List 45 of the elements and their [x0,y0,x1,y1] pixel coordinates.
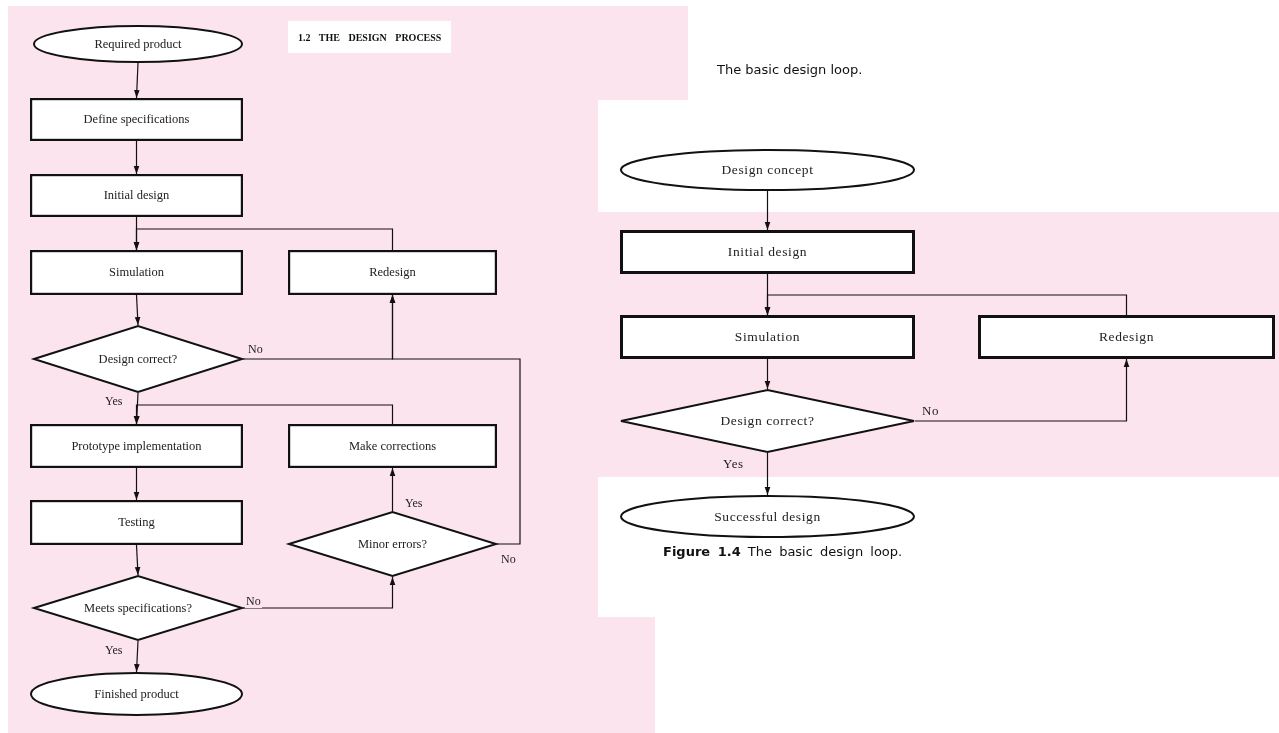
process-box: Redesign [288,250,497,295]
arrow [133,467,140,501]
arrow [764,294,1128,316]
section-heading: 1.2 THE DESIGN PROCESS [288,21,452,53]
edge-label: No [921,404,941,417]
arrow [133,140,140,175]
edge-label: Yes [404,497,424,510]
decision-diamond: Design correct? [620,389,915,453]
terminal-ellipse: Required product [33,25,243,63]
process-box: Redesign [978,315,1275,359]
edge-label: No [245,595,262,608]
terminal-ellipse: Successful design [620,495,915,538]
terminal-ellipse: Finished product [30,672,243,716]
arrow [764,190,771,231]
decision-diamond: Meets specifications? [33,575,243,641]
process-box: Simulation [620,315,915,359]
arrow [764,452,771,496]
arrow [133,404,394,425]
arrow [134,544,141,576]
process-box: Define specifications [30,98,243,141]
edge-label: Yes [104,395,124,408]
edge-label: No [500,553,517,566]
terminal-ellipse: Design concept [620,149,915,191]
decision-diamond: Design correct? [33,325,243,393]
figure-caption: Figure 1.4 The basic design loop. [663,544,903,559]
edge-label: No [247,343,264,356]
process-box: Initial design [30,174,243,217]
edge-label: Yes [722,457,745,470]
process-box: Make corrections [288,424,497,468]
arrow [914,358,1130,422]
arrow [389,294,521,545]
arrow [134,62,140,99]
figure-title: The basic design loop. [717,62,863,77]
edge-label: Yes [104,644,124,657]
arrow [133,228,394,251]
arrow [134,294,141,326]
arrow [242,576,396,609]
decision-diamond: Minor errors? [288,511,497,577]
arrow [134,640,140,673]
process-box: Prototype implementation [30,424,243,468]
process-box: Testing [30,500,243,545]
arrow [389,467,396,512]
process-box: Initial design [620,230,915,274]
process-box: Simulation [30,250,243,295]
arrow [764,358,771,390]
